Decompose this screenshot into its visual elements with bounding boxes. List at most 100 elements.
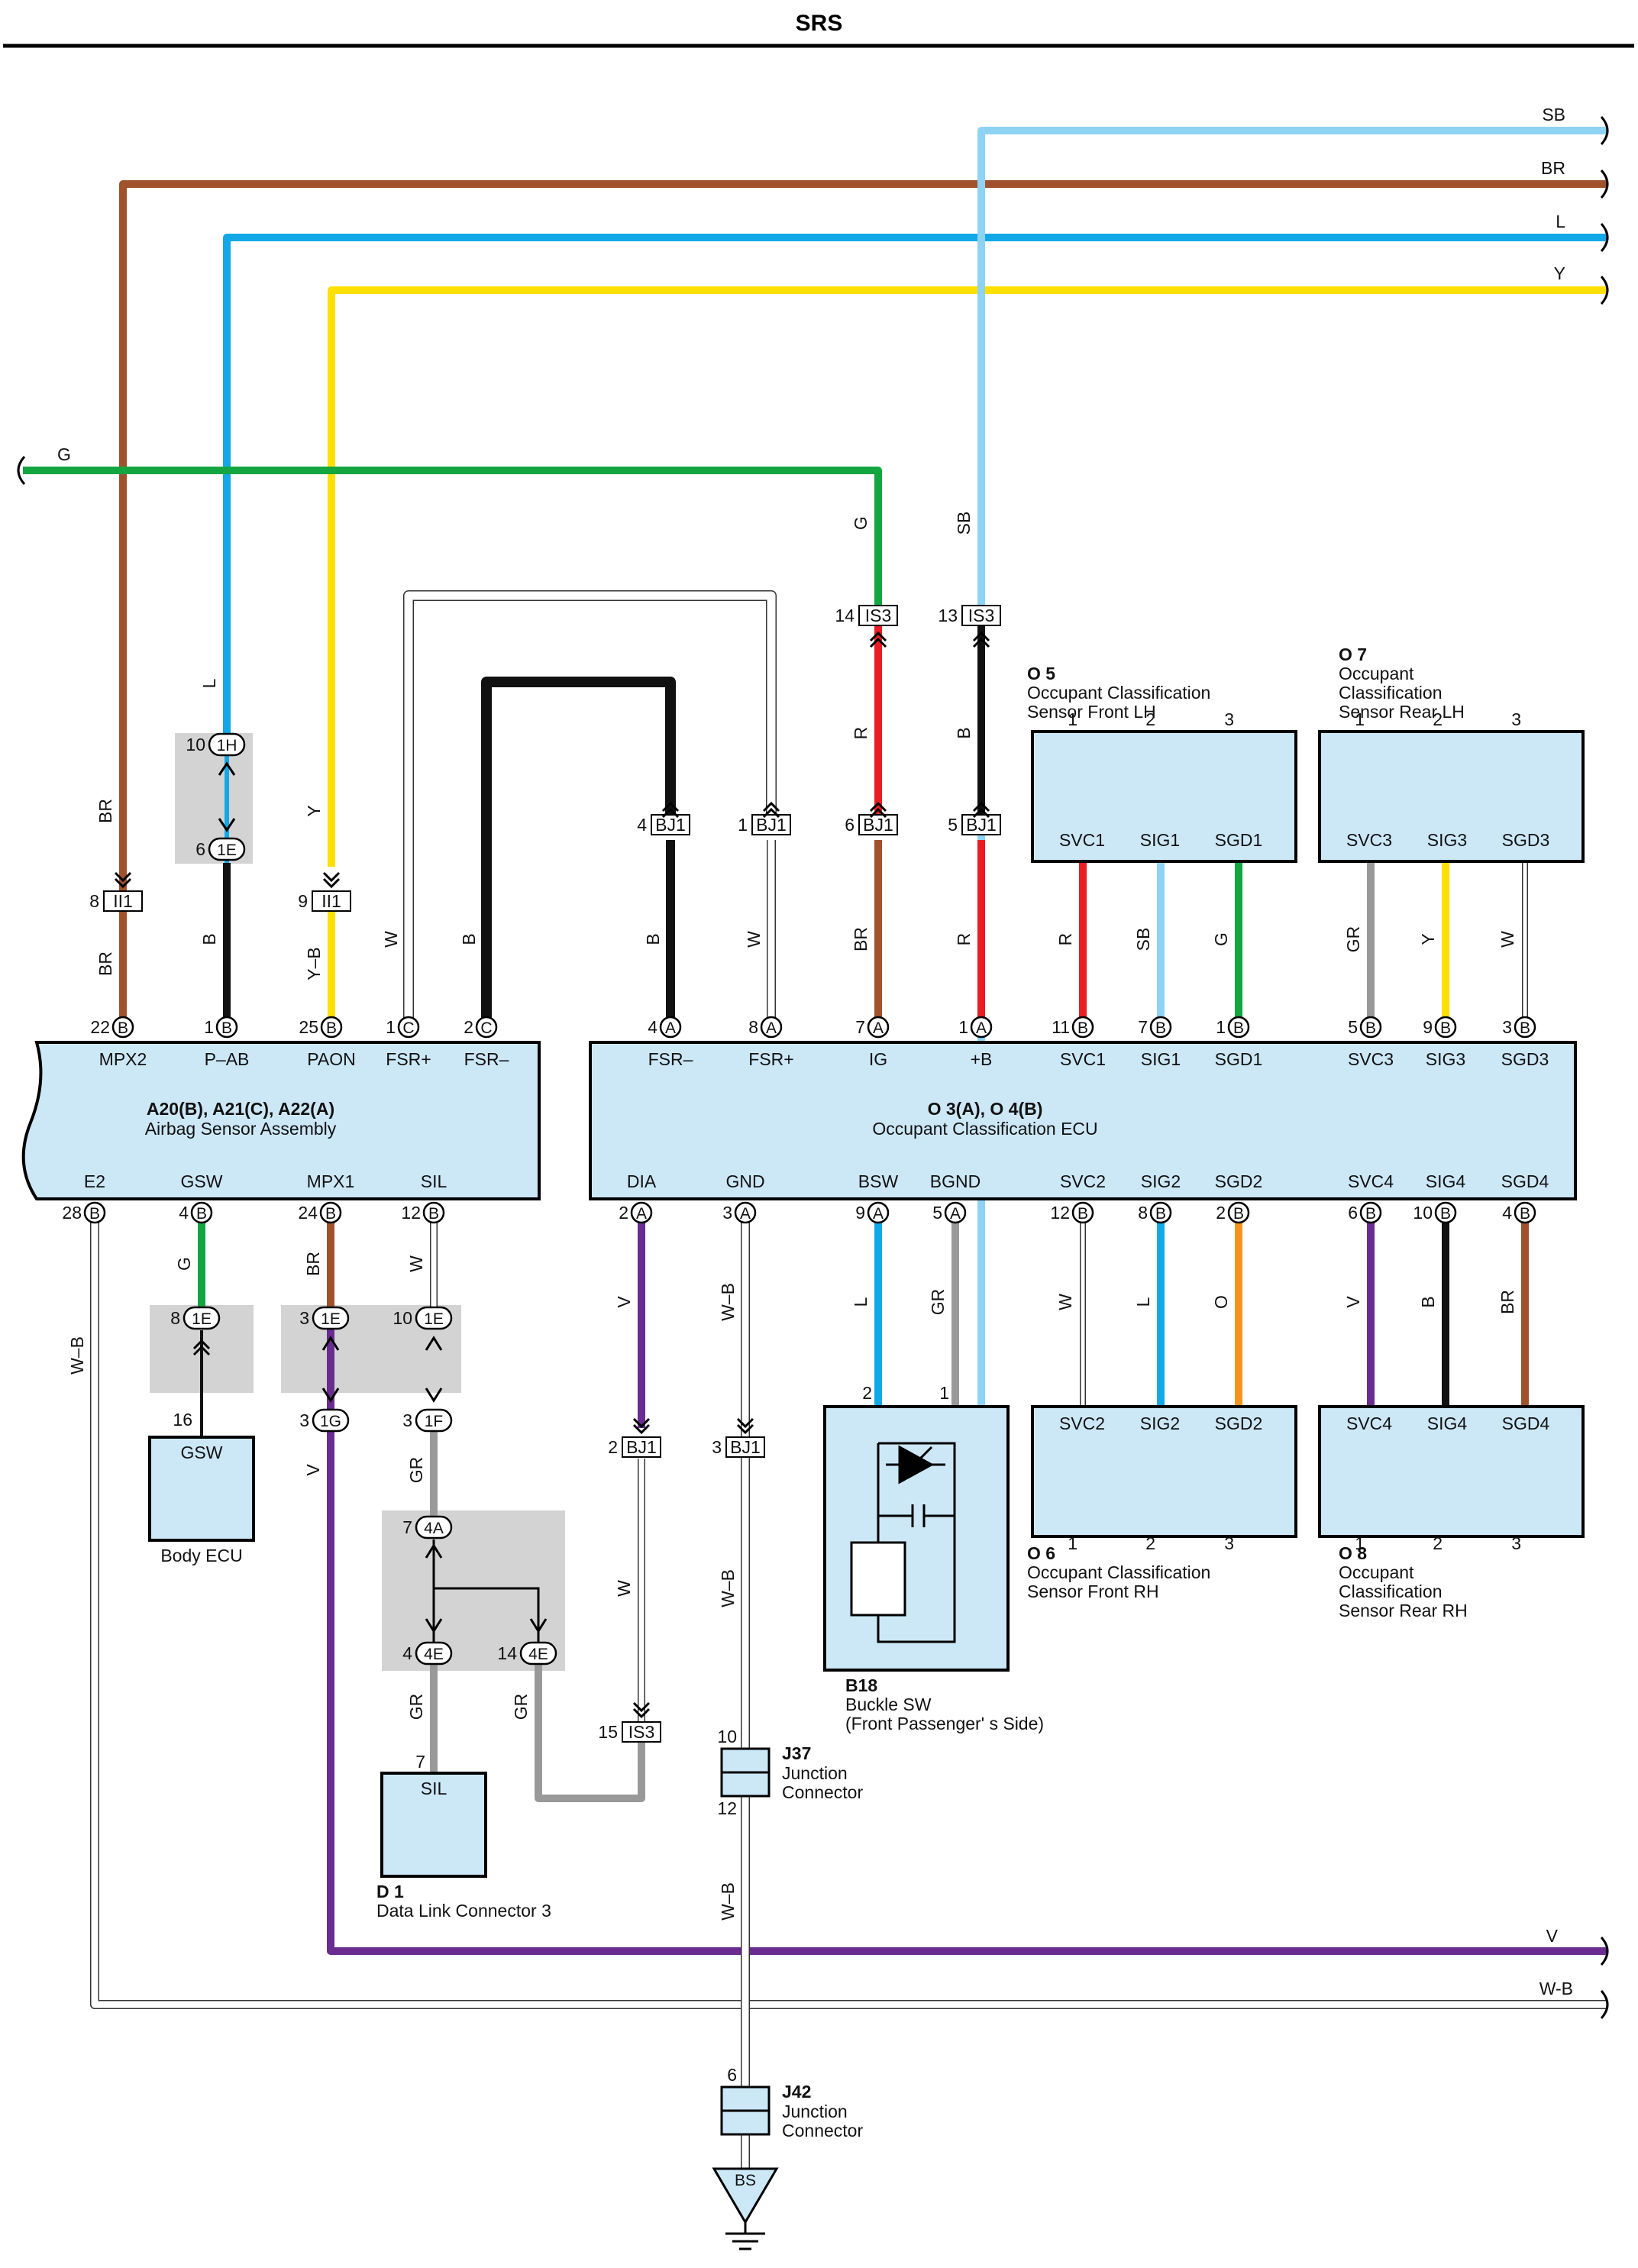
airbag-bot-pin-3-num: 12 — [401, 1203, 421, 1223]
ecu-top-pin-2-conn: A — [873, 1019, 884, 1037]
airbag-top-label-2: PAON — [307, 1049, 355, 1069]
airbag-sensor-box — [21, 1041, 541, 1200]
conn-1e-sil-pin: 10 — [393, 1308, 412, 1328]
ecu-top-pin-3-conn: A — [976, 1019, 987, 1037]
buckle-pin-bgnd: 1 — [939, 1383, 949, 1403]
ecu-code: O 3(A), O 4(B) — [928, 1099, 1043, 1119]
ecu-bot-pin-4-num: 12 — [1050, 1203, 1070, 1223]
wl-o7-2: W — [1497, 931, 1517, 948]
wire-fsrp-loop — [403, 590, 777, 1027]
conn-ii1-mpx2-id: II1 — [113, 891, 133, 911]
airbag-bot-label-0: E2 — [84, 1171, 105, 1191]
conn-1e-mpx1-id: 1E — [321, 1310, 341, 1328]
sensor-o8-pinnum-2: 3 — [1511, 1533, 1521, 1553]
ecu-top-pin-5-circle — [1149, 1016, 1172, 1039]
sensor-o8-pinnum-0: 1 — [1355, 1533, 1365, 1553]
sensor-o7-line3: Sensor Rear LH — [1339, 702, 1465, 722]
junction-j37-line1: Junction — [782, 1763, 848, 1783]
bus-label-sb: SB — [1542, 105, 1565, 124]
sensor-o6-pinnum-1: 2 — [1145, 1533, 1155, 1553]
wl-o7-0: GR — [1343, 926, 1363, 953]
conn-1e-mpx1-oval — [312, 1306, 350, 1330]
bus-label-g: G — [57, 444, 71, 464]
body-ecu-name: Body ECU — [160, 1546, 242, 1565]
conn-ii1-paon-id: II1 — [321, 891, 341, 911]
buckle-sw-box — [823, 1405, 1010, 1672]
wire-g-bus-line — [23, 467, 882, 611]
conn-1g-oval — [312, 1408, 350, 1433]
ecu-top-label-3: +B — [971, 1049, 993, 1069]
ground-symbol — [725, 2222, 765, 2250]
ecu-top-pin-4-circle — [1071, 1016, 1094, 1039]
junction-j42-line2: Connector — [782, 2121, 863, 2140]
buckle-sw-circuit — [877, 1442, 956, 1643]
buckle-sw-resistor — [850, 1541, 906, 1617]
sensor-o8-pinnum-1: 2 — [1433, 1533, 1443, 1553]
page-title: SRS — [795, 11, 843, 36]
conn-1e-gsw-pin: 8 — [170, 1308, 180, 1328]
wl-sil-upper: W — [406, 1255, 426, 1272]
ecu-bot-label-3: BGND — [930, 1171, 981, 1191]
wire-l-bus-line — [223, 234, 1607, 733]
conn-1e-mpx1-pin: 3 — [299, 1308, 309, 1328]
conn-1h-pin: 10 — [186, 735, 205, 754]
conn-bj1-dia-pin: 2 — [608, 1437, 618, 1457]
sensor-o6-line1: Occupant Classification — [1027, 1562, 1210, 1582]
wl-fsrm-ecu: B — [643, 933, 663, 945]
airbag-top-pin-0-circle — [111, 1016, 134, 1039]
bus-label-br: BR — [1541, 158, 1565, 178]
buckle-line1: Buckle SW — [845, 1695, 932, 1714]
chev-is3-dia — [632, 1701, 651, 1719]
wl-gnd-upper: W–B — [718, 1283, 738, 1321]
airbag-top-pin-3-num: 1 — [386, 1017, 396, 1037]
wl-bsw: L — [851, 1297, 871, 1307]
sensor-o6-pinlabel-1: SIG2 — [1140, 1413, 1180, 1433]
ecu-bot-label-6: SGD2 — [1215, 1171, 1263, 1191]
wl-mpx1-lower: V — [303, 1464, 323, 1476]
airbag-top-label-0: MPX2 — [99, 1049, 147, 1069]
sensor-o7-box — [1318, 730, 1585, 863]
break-g — [17, 456, 26, 485]
wire-br-bus — [119, 180, 1607, 1027]
conn-bj1-ig-pin: 6 — [845, 815, 855, 835]
junction-j37-code: J37 — [782, 1743, 811, 1763]
ecu-bot-pin-7-num: 6 — [1348, 1203, 1358, 1223]
ecu-bot-pin-1-num: 3 — [722, 1203, 732, 1223]
ecu-top-pin-1-num: 8 — [748, 1017, 758, 1037]
sensor-o6-box — [1031, 1405, 1297, 1538]
ecu-bot-pin-1-conn: A — [740, 1205, 751, 1223]
ecu-bot-pin-3-conn: A — [950, 1205, 961, 1223]
ecu-name: Occupant Classification ECU — [872, 1119, 1097, 1139]
buckle-sw-diode — [886, 1445, 945, 1485]
ecu-bot-label-2: BSW — [858, 1171, 899, 1191]
body-ecu-box — [148, 1436, 255, 1542]
conn-bj1-fsrp-box — [751, 814, 791, 835]
ecu-top-label-7: SVC3 — [1348, 1049, 1394, 1069]
ecu-bot-pin-9-circle — [1514, 1201, 1536, 1224]
conn-bj1-gnd-pin: 3 — [712, 1437, 722, 1457]
wl-mpx2-upper: BR — [95, 799, 115, 823]
wl-ig-upper: G — [851, 516, 871, 530]
wire-sil-branch — [535, 1653, 645, 1802]
wire-br-bus-line — [119, 180, 1607, 1027]
airbag-top-pin-4-num: 2 — [464, 1017, 473, 1037]
wire-fsrp-loop-core — [404, 591, 776, 1027]
airbag-top-pin-1-num: 1 — [204, 1017, 214, 1037]
conn-bj1-fsrp-pin: 1 — [738, 815, 748, 835]
conn-4e-a-oval — [415, 1641, 453, 1665]
sensor-o7-pinlabel-1: SIG3 — [1427, 830, 1467, 850]
airbag-top-pin-4-conn: C — [480, 1019, 492, 1037]
wire-fsrm-loop-line — [481, 677, 676, 1027]
sensor-o7-pinlabel-0: SVC3 — [1346, 830, 1392, 850]
sensor-o8-pinlabel-1: SIG4 — [1427, 1413, 1468, 1433]
ecu-top-pin-3-circle — [970, 1016, 993, 1039]
airbag-bot-pin-2-conn: B — [325, 1205, 336, 1223]
ecu-bot-pin-2-conn: A — [873, 1205, 884, 1223]
sensor-o5-pinnum-2: 3 — [1224, 709, 1234, 729]
ecu-bot-label-1: GND — [725, 1171, 764, 1191]
wl-mpx1-upper: BR — [303, 1252, 323, 1276]
ecu-bot-pin-6-circle — [1227, 1201, 1250, 1224]
wl-gnd-mid: W–B — [718, 1569, 738, 1607]
conn-1g-pin: 3 — [299, 1410, 309, 1430]
